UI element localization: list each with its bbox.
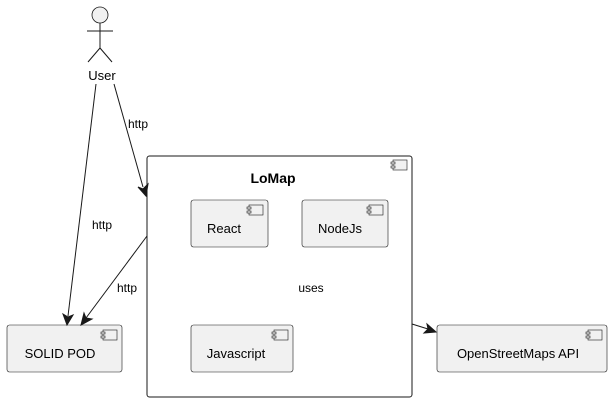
solid-pod-label: SOLID POD <box>25 346 96 361</box>
user-actor: User <box>87 6 116 83</box>
component-icon <box>366 204 384 216</box>
component-icon <box>585 329 603 341</box>
javascript-label: Javascript <box>207 346 266 361</box>
osm-api-component: OpenStreetMaps API <box>436 324 608 373</box>
user-actor-left-leg <box>87 47 101 63</box>
user-actor-right-leg <box>99 47 113 63</box>
component-icon <box>271 329 289 341</box>
osm-api-label: OpenStreetMaps API <box>457 346 579 361</box>
react-label: React <box>207 221 241 236</box>
osm-api-component-box <box>436 324 608 373</box>
edge-lomap-to-pod: http <box>80 235 148 326</box>
nodejs-component: NodeJs <box>301 199 389 248</box>
component-icon <box>246 204 264 216</box>
react-component: React <box>190 199 269 248</box>
component-icon <box>100 329 118 341</box>
edge-user-to-pod-label: http <box>92 218 112 232</box>
edge-user-to-pod: http <box>62 83 112 327</box>
user-actor-head <box>91 6 109 24</box>
edge-user-to-lomap: http <box>113 83 149 198</box>
nodejs-label: NodeJs <box>318 221 363 236</box>
edge-user-to-lomap-label: http <box>128 117 148 131</box>
lomap-title: LoMap <box>250 170 295 186</box>
solid-pod-component-box <box>6 324 123 373</box>
javascript-component: Javascript <box>190 324 294 373</box>
edge-lomap-to-pod-label: http <box>117 281 137 295</box>
nodejs-component-box <box>301 199 389 248</box>
javascript-component-box <box>190 324 294 373</box>
component-icon <box>390 159 408 171</box>
solid-pod-component: SOLID POD <box>6 324 123 373</box>
user-label: User <box>88 68 116 83</box>
edge-lomap-to-osm <box>411 322 438 334</box>
uses-label: uses <box>298 281 323 295</box>
